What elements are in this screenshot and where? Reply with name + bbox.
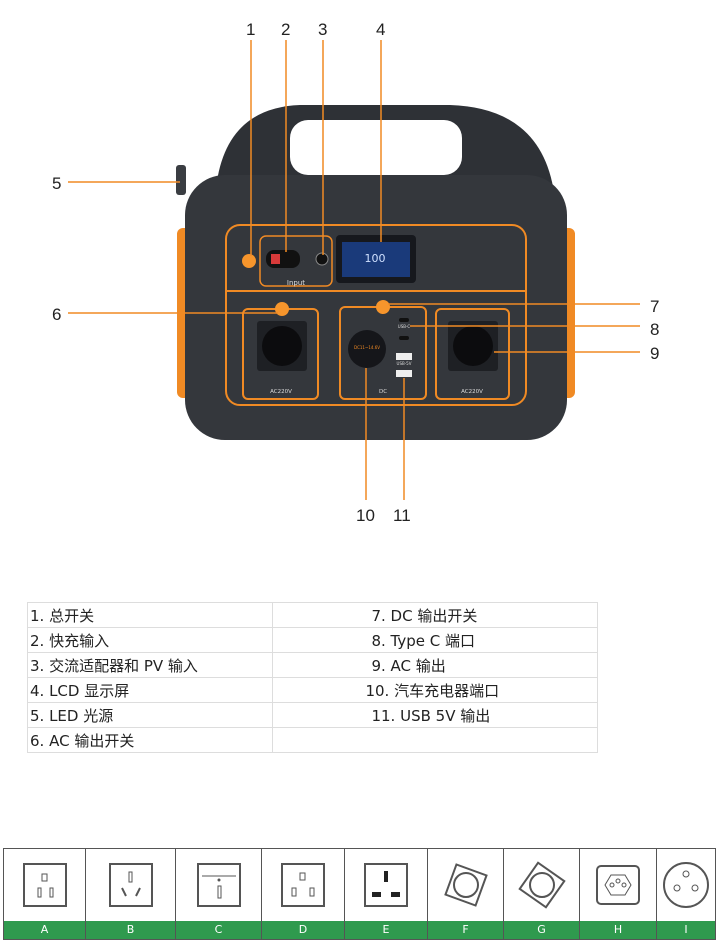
socket-a: A bbox=[4, 849, 86, 939]
legend-item: 2. 快充输入 bbox=[26, 627, 274, 653]
ac-outlet-right bbox=[453, 326, 493, 366]
socket-label: H bbox=[580, 921, 656, 939]
swiss-socket-icon bbox=[596, 865, 640, 905]
ac-outlet-left bbox=[262, 326, 302, 366]
handle-hole bbox=[290, 120, 462, 175]
callout-3: 3 bbox=[318, 20, 328, 39]
usb5v-label: USB-5V bbox=[397, 361, 412, 366]
callout-6: 6 bbox=[52, 305, 62, 324]
legend-item: 8. Type C 端口 bbox=[272, 627, 598, 653]
socket-label: I bbox=[657, 921, 715, 939]
legend-item: 10. 汽车充电器端口 bbox=[272, 677, 598, 703]
callout-lines bbox=[68, 40, 640, 500]
socket-label: B bbox=[86, 921, 175, 939]
socket-e: E bbox=[345, 849, 428, 939]
legend-item bbox=[272, 727, 598, 753]
callout-11: 11 bbox=[393, 506, 411, 525]
multi-socket-icon bbox=[281, 863, 325, 907]
legend-item: 4. LCD 显示屏 bbox=[26, 677, 274, 703]
callout-8: 8 bbox=[650, 320, 660, 339]
callout-10: 10 bbox=[356, 506, 375, 525]
input-label: Input bbox=[287, 279, 305, 287]
ac-switch[interactable] bbox=[275, 302, 289, 316]
legend-item: 9. AC 输出 bbox=[272, 652, 598, 678]
universal-socket-icon bbox=[196, 863, 241, 907]
callout-5: 5 bbox=[52, 174, 62, 193]
usb-c-port bbox=[399, 336, 409, 340]
usbc-label: USB-C bbox=[398, 324, 411, 329]
legend-item: 5. LED 光源 bbox=[26, 702, 274, 728]
legend-item: 11. USB 5V 输出 bbox=[272, 702, 598, 728]
socket-label: A bbox=[4, 921, 85, 939]
socket-label: E bbox=[345, 921, 427, 939]
legend-item: 1. 总开关 bbox=[26, 602, 274, 628]
table-row: 6. AC 输出开关 bbox=[26, 727, 598, 753]
power-station-diagram: Input 100 AC220V DC11~14.6V USB-C USB-5V… bbox=[68, 40, 640, 500]
schuko-socket-icon bbox=[517, 861, 566, 909]
socket-h: H bbox=[580, 849, 657, 939]
legend-item: 3. 交流适配器和 PV 输入 bbox=[26, 652, 274, 678]
callout-9: 9 bbox=[650, 344, 660, 363]
legend-item: 6. AC 输出开关 bbox=[26, 727, 274, 753]
legend-item: 7. DC 输出开关 bbox=[272, 602, 598, 628]
callout-7: 7 bbox=[650, 297, 660, 316]
callout-1: 1 bbox=[246, 20, 256, 39]
callout-4: 4 bbox=[376, 20, 386, 39]
fr-socket-icon bbox=[443, 863, 488, 907]
socket-i: I bbox=[657, 849, 715, 939]
socket-d: D bbox=[262, 849, 345, 939]
dc-input bbox=[315, 252, 329, 266]
ac-left-label: AC220V bbox=[270, 389, 292, 395]
led-light bbox=[176, 165, 186, 195]
callout-2: 2 bbox=[281, 20, 291, 39]
dc-switch[interactable] bbox=[376, 300, 390, 314]
main-switch[interactable] bbox=[242, 254, 256, 268]
socket-f: F bbox=[428, 849, 504, 939]
lcd-value: 100 bbox=[365, 252, 386, 265]
round-socket-icon bbox=[663, 862, 709, 908]
socket-label: D bbox=[262, 921, 344, 939]
cn-socket-icon bbox=[108, 863, 153, 907]
socket-label: C bbox=[176, 921, 261, 939]
us-socket-icon bbox=[22, 863, 67, 907]
dc-label: DC bbox=[379, 389, 387, 395]
ac-right-label: AC220V bbox=[461, 389, 483, 395]
car-charger-port bbox=[348, 330, 386, 368]
socket-label: G bbox=[504, 921, 579, 939]
socket-types-strip: A B C D E F G H I bbox=[3, 848, 716, 940]
socket-label: F bbox=[428, 921, 503, 939]
usb-port bbox=[396, 353, 412, 360]
socket-c: C bbox=[176, 849, 262, 939]
socket-g: G bbox=[504, 849, 580, 939]
car-port-text: DC11~14.6V bbox=[354, 345, 380, 350]
socket-b: B bbox=[86, 849, 176, 939]
uk-socket-icon bbox=[364, 863, 408, 907]
